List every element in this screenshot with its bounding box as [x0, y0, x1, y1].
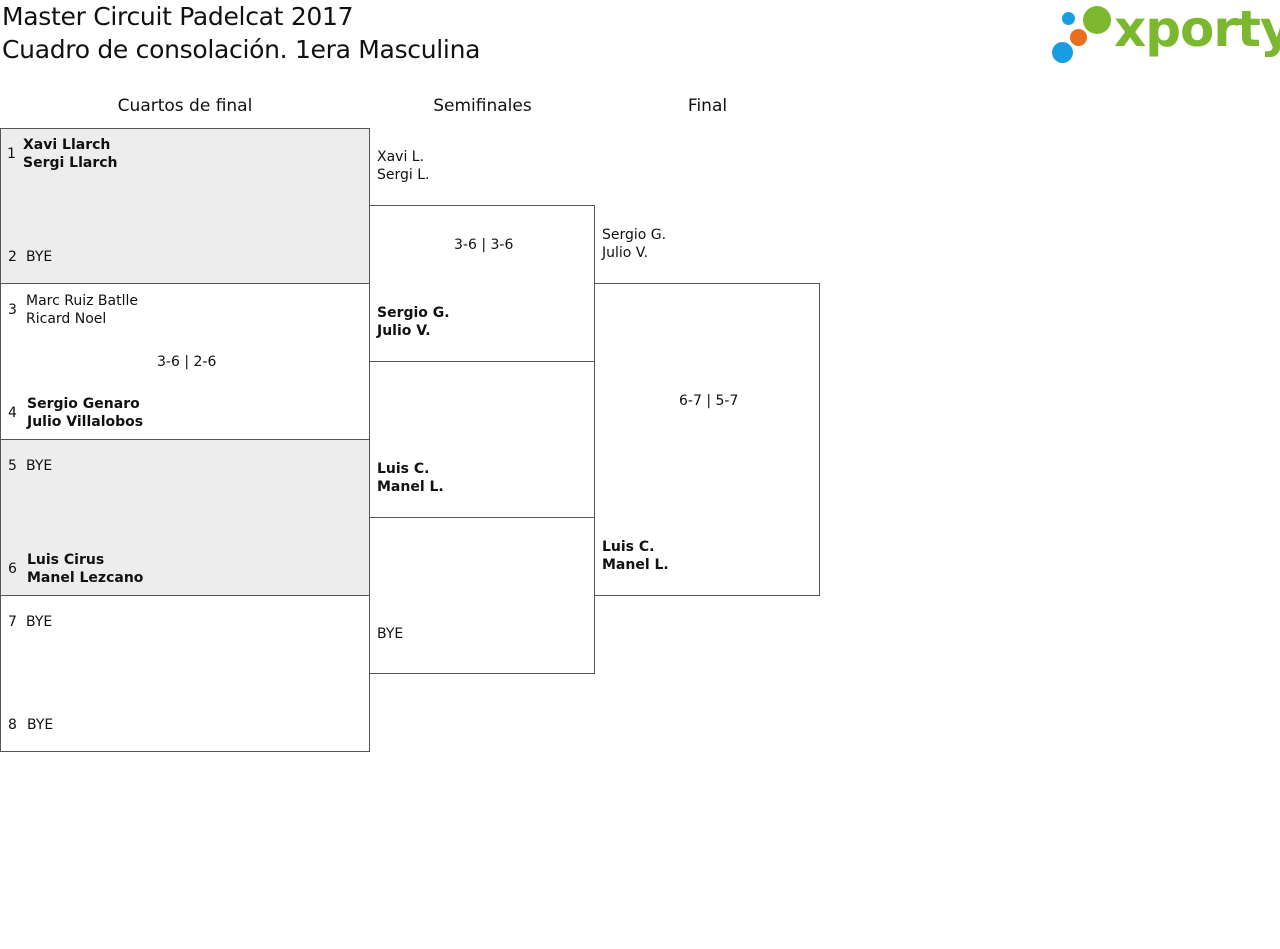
logo-orange-dot: [1070, 29, 1087, 46]
player-name: Sergi Llarch: [23, 155, 118, 171]
player-name: Luis C.: [602, 539, 655, 555]
player-name: Xavi Llarch: [23, 137, 111, 153]
seed-number: 7: [8, 614, 17, 630]
logo-text: xporty: [1114, 0, 1280, 58]
player-name: Julio V.: [602, 245, 649, 261]
team-entry[interactable]: Marc Ruiz Batlle Ricard Noel: [26, 292, 138, 328]
player-name: Ricard Noel: [26, 311, 107, 327]
player-name: BYE: [26, 614, 53, 630]
player-name: Sergi L.: [377, 167, 430, 183]
final-match: [594, 283, 820, 596]
player-name: Manel L.: [377, 479, 444, 495]
team-entry[interactable]: BYE: [377, 625, 403, 643]
team-entry[interactable]: Luis C. Manel L.: [377, 460, 444, 496]
seed-number: 1: [7, 146, 16, 162]
team-entry[interactable]: Xavi L. Sergi L.: [377, 148, 430, 184]
logo-blue-dot-large: [1052, 42, 1073, 63]
player-name: Luis C.: [377, 461, 430, 477]
player-name: Sergio G.: [602, 227, 667, 243]
qf-match-4: [0, 595, 370, 752]
round-title-final: Final: [687, 96, 728, 116]
logo-blue-dot-small: [1062, 12, 1075, 25]
player-name: BYE: [377, 626, 404, 642]
team-entry[interactable]: Sergio Genaro Julio Villalobos: [27, 395, 143, 431]
seed-number: 2: [8, 249, 17, 265]
page-subtitle: Cuadro de consolación. 1era Masculina: [2, 35, 481, 64]
player-name: Luis Cirus: [27, 552, 105, 568]
team-entry[interactable]: BYE: [27, 716, 53, 734]
player-name: Manel Lezcano: [27, 570, 144, 586]
player-name: Manel L.: [602, 557, 669, 573]
qf-match-1: [0, 128, 370, 284]
team-entry[interactable]: BYE: [26, 457, 52, 475]
team-entry[interactable]: BYE: [26, 248, 52, 266]
seed-number: 5: [8, 458, 17, 474]
seed-number: 4: [8, 405, 17, 421]
team-entry[interactable]: BYE: [26, 613, 52, 631]
match-score: 3-6 | 2-6: [157, 354, 217, 370]
xporty-logo[interactable]: xporty: [1050, 0, 1280, 68]
seed-number: 6: [8, 561, 17, 577]
seed-number: 8: [8, 717, 17, 733]
player-name: Sergio G.: [377, 305, 450, 321]
seed-number: 3: [8, 302, 17, 318]
player-name: Julio Villalobos: [27, 414, 144, 430]
player-name: BYE: [26, 249, 53, 265]
team-entry[interactable]: Luis Cirus Manel Lezcano: [27, 551, 143, 587]
team-entry[interactable]: Sergio G. Julio V.: [377, 304, 450, 340]
player-name: Xavi L.: [377, 149, 425, 165]
player-name: Sergio Genaro: [27, 396, 140, 412]
match-score: 6-7 | 5-7: [679, 393, 739, 409]
player-name: BYE: [26, 458, 53, 474]
player-name: Marc Ruiz Batlle: [26, 293, 138, 309]
team-entry[interactable]: Luis C. Manel L.: [602, 538, 669, 574]
page-title: Master Circuit Padelcat 2017: [2, 2, 354, 31]
player-name: Julio V.: [377, 323, 431, 339]
round-title-semifinals: Semifinales: [433, 96, 532, 116]
team-entry[interactable]: Sergio G. Julio V.: [602, 226, 666, 262]
player-name: BYE: [27, 717, 54, 733]
team-entry[interactable]: Xavi Llarch Sergi Llarch: [23, 136, 118, 172]
qf-match-3: [0, 439, 370, 596]
match-score: 3-6 | 3-6: [454, 237, 514, 253]
round-title-quarterfinals: Cuartos de final: [117, 96, 253, 116]
logo-green-dot: [1083, 6, 1111, 34]
sf-match-2: [369, 517, 595, 674]
